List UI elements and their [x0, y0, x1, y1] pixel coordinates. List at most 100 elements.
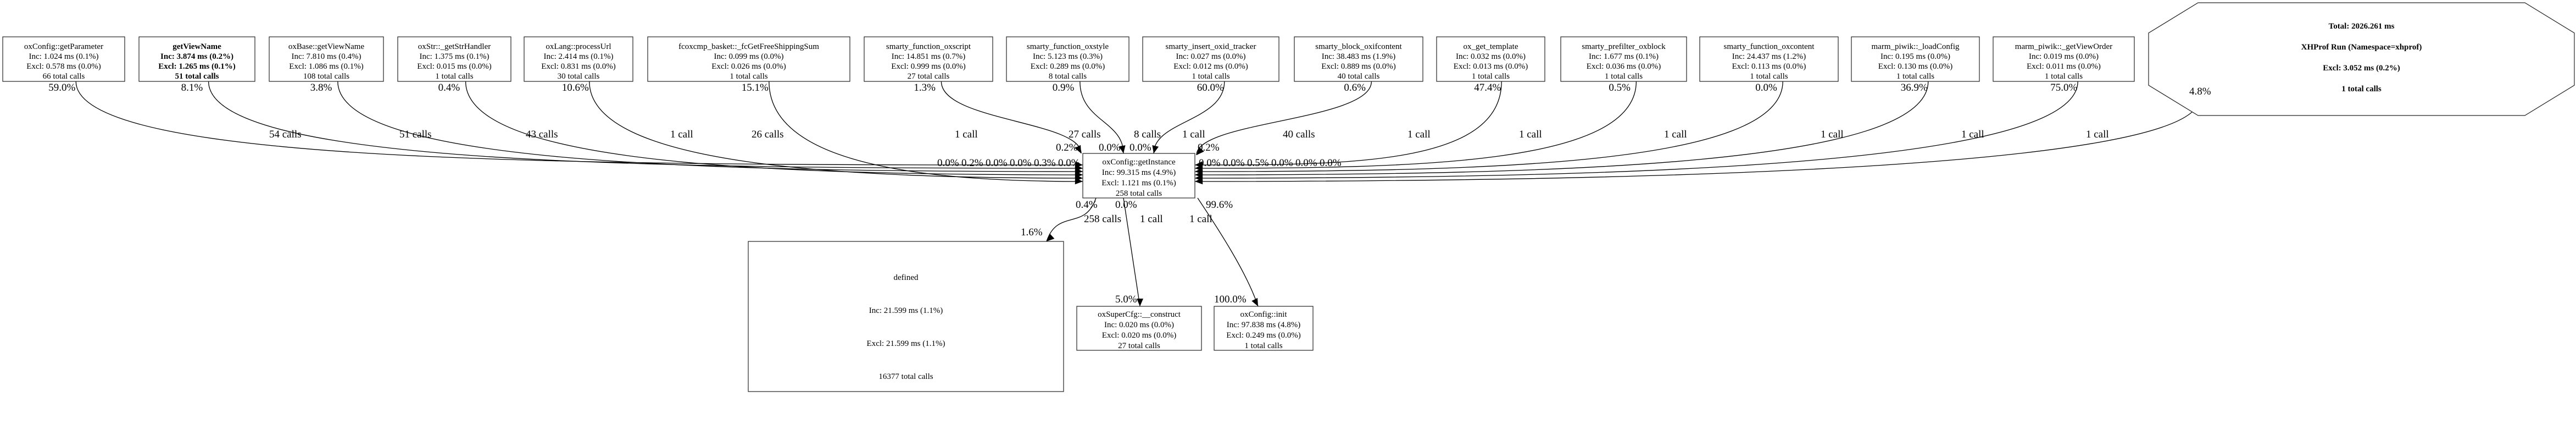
node-inc: Inc: 7.810 ms (0.4%) — [291, 52, 361, 61]
edge-calls-label: 1 call — [1182, 129, 1205, 140]
node-calls: 1 total calls — [1896, 72, 1934, 81]
root-line: 1 total calls — [2341, 85, 2382, 93]
edge-calls-label: 27 calls — [1069, 129, 1101, 140]
node-box — [1699, 36, 1839, 82]
arrowhead-icon — [1197, 147, 1204, 155]
node-inc: Inc: 0.020 ms (0.0%) — [1104, 321, 1174, 329]
node-excl: Excl: 0.011 ms (0.0%) — [2027, 62, 2101, 71]
call-edge — [337, 81, 1083, 172]
edge-target-percent-label: 0.0% — [1199, 157, 1221, 169]
call-edge — [589, 81, 1083, 179]
arrowhead-icon — [1251, 298, 1258, 306]
node-excl: Excl: 0.012 ms (0.0%) — [1173, 62, 1248, 71]
node-inc: Inc: 1.375 ms (0.1%) — [419, 52, 489, 61]
node-inc: Inc: 24.437 ms (1.2%) — [1732, 52, 1806, 61]
node-box — [1142, 36, 1279, 82]
root-node[interactable]: Total: 2026.261 ms XHProf Run (Namespace=… — [2148, 2, 2575, 116]
node-box — [2, 36, 125, 82]
node-box — [647, 36, 850, 82]
node-inc: Inc: 0.019 ms (0.0%) — [2029, 52, 2099, 61]
node-inc: Inc: 1.677 ms (0.1%) — [1589, 52, 1659, 61]
edge-percent-label: 4.8% — [2189, 86, 2211, 97]
node-box — [1214, 306, 1314, 351]
node-box — [524, 36, 633, 82]
call-edge — [465, 81, 1083, 175]
node-box — [1082, 153, 1195, 199]
node-box — [1560, 36, 1687, 82]
edge-percent-label: 0.0% — [1755, 82, 1777, 93]
node-inc: Inc: 21.599 ms (1.1%) — [869, 306, 943, 315]
node-inc: Inc: 97.838 ms (4.8%) — [1227, 321, 1301, 329]
root-octagon — [2148, 2, 2575, 116]
node-inc: Inc: 0.027 ms (0.0%) — [1176, 52, 1245, 61]
node-name: smarty_function_oxcontent — [1724, 42, 1815, 51]
call-edge — [1194, 81, 1783, 172]
node-name: smarty_prefilter_oxblock — [1582, 42, 1666, 51]
edge-target-percent-label: 0.0% — [1099, 142, 1121, 153]
edge-percent-label: 0.5% — [1609, 82, 1631, 93]
node-calls: 1 total calls — [1192, 72, 1229, 81]
node-name: getViewName — [173, 42, 221, 51]
arrowhead-icon — [1047, 234, 1055, 241]
node-box — [1851, 36, 1980, 82]
node-name: marm_piwik::_loadConfig — [1872, 42, 1960, 51]
call-edge — [1197, 197, 1259, 307]
arrowhead-icon — [1119, 145, 1126, 153]
edge-calls-label: 1 call — [1140, 213, 1163, 225]
node-name: oxLang::processUrl — [546, 42, 611, 51]
edge-target-percent-label: 0.0% — [1320, 157, 1342, 169]
node-box — [138, 36, 255, 82]
node-excl: Excl: 0.249 ms (0.0%) — [1226, 331, 1300, 340]
node-excl: Excl: 0.036 ms (0.0%) — [1587, 62, 1661, 71]
function-node[interactable]: fcoxcmp_basket::_fcGetFreeShippingSumInc… — [647, 36, 850, 82]
node-calls: 30 total calls — [558, 72, 600, 81]
root-line: XHProf Run (Namespace=xhprof) — [2301, 43, 2422, 52]
node-name: defined — [894, 273, 919, 282]
node-excl: Excl: 0.015 ms (0.0%) — [417, 62, 491, 71]
node-calls: 40 total calls — [1338, 72, 1380, 81]
node-inc: Inc: 0.032 ms (0.0%) — [1456, 52, 1526, 61]
node-excl: Excl: 1.265 ms (0.1%) — [158, 62, 235, 71]
edge-calls-label: 54 calls — [269, 129, 302, 140]
call-edge — [1196, 81, 1372, 156]
node-name: oxBase::getViewName — [288, 42, 365, 51]
edge-percent-label: 0.4% — [1076, 199, 1098, 211]
edge-calls-label: 1 call — [1961, 129, 1984, 140]
call-edge — [1080, 81, 1124, 154]
node-excl: Excl: 0.020 ms (0.0%) — [1102, 331, 1176, 340]
edge-percent-label: 1.3% — [914, 82, 936, 93]
node-name: oxStr::_getStrHandler — [418, 42, 491, 51]
edge-percent-label: 0.0% — [1115, 199, 1137, 211]
node-name: marm_piwik::_getViewOrder — [2015, 42, 2112, 51]
edge-target-percent-label: 0.3% — [1034, 157, 1056, 169]
node-box — [864, 36, 993, 82]
edge-target-percent-label: 0.0% — [1295, 157, 1317, 169]
node-excl: Excl: 0.113 ms (0.0%) — [1732, 62, 1806, 71]
node-excl: Excl: 0.289 ms (0.0%) — [1031, 62, 1105, 71]
root-line: Total: 2026.261 ms — [2329, 22, 2395, 31]
edge-target-percent-label: 100.0% — [1214, 294, 1247, 305]
node-inc: Inc: 1.024 ms (0.1%) — [29, 52, 98, 61]
edge-percent-label: 99.6% — [1206, 199, 1233, 211]
node-calls: 1 total calls — [730, 72, 767, 81]
